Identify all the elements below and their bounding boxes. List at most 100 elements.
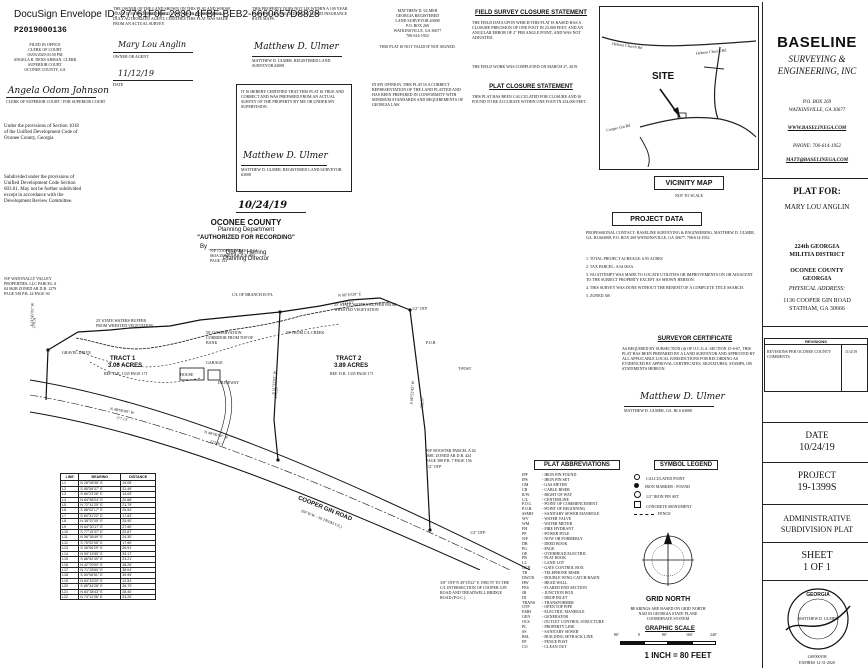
abbreviation-item: P.O.C.- POINT OF COMMENCEMENT (522, 501, 626, 507)
garage-label: GARAGE (206, 360, 223, 365)
abbreviation-code: SS (522, 629, 527, 634)
vicinity-title: VICINITY MAP (665, 180, 713, 187)
vicinity-site-label: SITE (652, 71, 675, 82)
tract-1-acres: 3.06 ACRES (108, 363, 143, 369)
abbreviation-meaning: - CLEAN OUT (542, 643, 567, 649)
symbol-legend-list: CALCULATED POINT IRON MARKER - FOUND 1/2… (634, 474, 752, 516)
abbreviation-meaning: - IRON PIN SET (542, 476, 570, 482)
abbreviation-item: GEN - GENERATOR (522, 614, 626, 620)
table-cell: N 38°57'05" E (78, 518, 122, 525)
district-1: 224th GEORGIA (794, 244, 840, 250)
abbreviation-meaning: - OVERHEAD ELECTRIC (542, 550, 587, 556)
abbreviation-code: JB (522, 589, 527, 595)
revisions-title: REVISIONS (765, 339, 867, 345)
abbreviation-code: N/F (522, 535, 529, 541)
concrete-monument-icon (634, 501, 641, 508)
surveyor-certificate-box: IT IS HEREBY CERTIFIED THAT THIS PLAT IS… (236, 84, 352, 192)
uniform-code-note: Under the provisions of Section 1018 of … (4, 124, 79, 141)
abbreviation-meaning: - RIGHT OF WAY (542, 491, 573, 497)
table-cell: N 84°58'24" E (78, 496, 122, 504)
table-cell: N 74°11'06" E (78, 593, 122, 601)
tract-1-ref: REF. D.B. 1335 PAGE 171 (104, 371, 148, 376)
field-closure-date: THE FIELD WORK WAS COMPLETED ON MARCH 27… (472, 64, 579, 69)
abbreviation-code: EMH (522, 609, 531, 615)
physical-address-label: PHYSICAL ADDRESS: (788, 286, 846, 292)
tract-2-label: TRACT 2 (336, 356, 362, 362)
abbreviation-item: DWCB- DOUBLE WING CATCH BASIN (522, 575, 626, 581)
company-name-2: SURVEYING & (788, 54, 846, 64)
abbreviation-meaning: - PAGE (542, 545, 555, 551)
project-item: 3. NO ATTEMPT WAS MADE TO LOCATE UTILITI… (586, 272, 753, 282)
revision-date: 11/4/19 (845, 349, 858, 354)
vicinity-title-box: VICINITY MAP (654, 176, 724, 190)
table-cell: S 77°15'37" E (78, 529, 122, 536)
table-cell: N 64°30'17" E (78, 523, 122, 531)
house-footprint (179, 367, 205, 381)
abbreviation-code: PP (522, 530, 527, 536)
flood-signature: Matthew D. Ulmer (254, 42, 339, 52)
vicinity-subtitle: NOT TO SCALE (674, 193, 703, 198)
abbreviation-meaning: - ELECTRIC MANHOLE (542, 609, 585, 615)
abbreviation-meaning: - POWER POLE (542, 530, 570, 536)
opinion-text: IN MY OPINION, THIS PLAT IS A CORRECT RE… (372, 82, 464, 107)
company-email[interactable]: MATT@BASELINEGA.COM (785, 158, 849, 163)
abbreviation-meaning: - IRON PIN FOUND (542, 472, 577, 477)
plat-drawing (30, 297, 531, 570)
table-cell: L22 (59, 593, 80, 601)
abbreviation-meaning: - GAS METER (542, 481, 567, 487)
abbreviation-item: CO- CLEAN OUT (522, 643, 626, 650)
revisions-table: REVISIONS REVISIONS PER OCONEE COUNTY CO… (764, 338, 868, 392)
abbreviation-item: WM- WATER METER (522, 521, 626, 527)
planning-county: OCONEE COUNTY (210, 218, 282, 227)
table-cell: S 88°02'17" E (78, 507, 122, 514)
sheet-label: SHEET (801, 550, 833, 561)
abbreviation-meaning: - SANITARY SEWER (542, 629, 579, 634)
pin-label-1: 1/2" OTP (412, 306, 428, 311)
tract-2-acres: 3.89 ACRES (334, 363, 369, 369)
table-cell: N 56°36'49" E (78, 534, 122, 541)
abbreviation-code: HW (522, 579, 529, 585)
road-edge-south (30, 411, 481, 570)
abbreviation-code: LL (522, 560, 527, 566)
abbreviation-meaning: - PLAT BOOK (542, 555, 567, 561)
owner-signature: Mary Lou Anglin (118, 40, 186, 49)
company-name-3: ENGINEERING, INC (777, 66, 857, 76)
vicinity-map: SITE Hebron Church Rd Cooper Gin Rd Hebr… (599, 6, 759, 170)
abbreviation-code: PG (522, 545, 528, 551)
abbreviation-item: FP- FENCE POST (522, 639, 626, 645)
table-cell: 33.20' (120, 593, 156, 601)
field-closure-text: THE FIELD DATA UPON WHICH THIS PLAT IS B… (472, 20, 584, 40)
abbreviation-meaning: - DROP INLET (542, 594, 568, 600)
project-label: PROJECT (797, 470, 836, 480)
county-1: OCONEE COUNTY (790, 268, 844, 274)
revision-text: REVISIONS PER OCONEE COUNTY COMMENTS (767, 349, 831, 359)
abbreviation-meaning: - POINT OF COMMENCEMENT (542, 501, 598, 507)
client-name: MARY LOU ANGLIN (784, 203, 850, 211)
abbreviation-item: TRANS- TRANSFORMER (522, 600, 626, 606)
table-cell: N 42°29'00" E (78, 561, 122, 568)
abbreviation-code: DB (522, 540, 528, 546)
road-centerline (30, 394, 511, 570)
abbreviation-meaning: - GENERATOR (542, 614, 569, 620)
project-item: 1. TOTAL PROJECT ACREAGE: 6.95 ACRES (586, 256, 663, 261)
driveway-label: DRIVEWAY (218, 380, 239, 385)
project-items: 1. TOTAL PROJECT ACREAGE: 6.95 ACRES 2. … (586, 256, 758, 298)
north-note: BEARINGS ARE BASED ON GRID NORTH NAD 83 … (630, 606, 706, 621)
flood-certificate-text: THIS PROPERTY DOES NOT LIE WITHIN A 100 … (252, 6, 348, 21)
north-arrow-icon (638, 530, 698, 590)
abbreviation-item: FH- FIRE HYDRANT (522, 526, 626, 532)
abbreviation-meaning: - SANITARY SEWER MANHOLE (542, 511, 600, 517)
abbreviation-code: GEN (522, 614, 531, 620)
plat-closure-text: THIS PLAT HAS BEEN CALCULATED FOR CLOSUR… (472, 94, 587, 104)
seal-state: GEORGIA (806, 592, 830, 598)
table-cell: N 83°38'43" E (78, 588, 122, 595)
company-web[interactable]: WWW.BASELINEGA.COM (787, 126, 847, 131)
abbreviation-meaning: - WATER METER (542, 521, 573, 527)
surveyor-certificate2-signature: Matthew D. Ulmer (640, 392, 725, 402)
planning-title: Planning Director (222, 256, 270, 262)
creek-line (75, 301, 391, 350)
